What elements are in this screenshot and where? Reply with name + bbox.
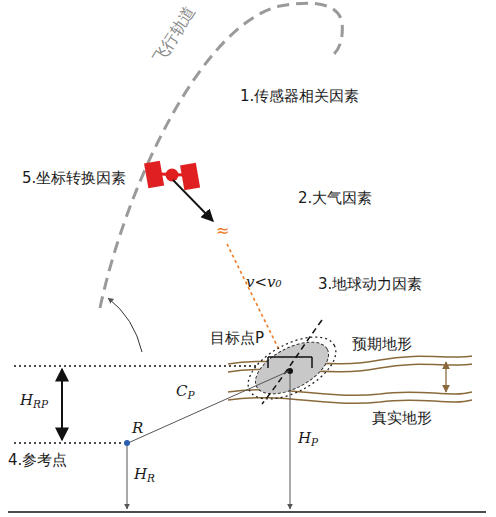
level-line: [14, 442, 124, 443]
ray-arrow: [173, 180, 213, 221]
dimension-label: HR: [134, 466, 155, 484]
orbit-arc: [100, 3, 342, 308]
callout-label: 4.参考点: [8, 452, 67, 469]
hrp-dimension: [61, 369, 63, 440]
dimension-label: HRP: [20, 392, 48, 410]
dimension-label: CP: [176, 383, 195, 401]
dimension-label: HP: [298, 430, 318, 448]
hp-dimension: [290, 374, 291, 509]
real-terrain: [228, 398, 472, 404]
expected-terrain: [228, 356, 472, 364]
point-label: 目标点P: [210, 330, 264, 347]
leader-arrow: [108, 298, 142, 352]
terrain-label: 预期地形: [352, 336, 412, 353]
level-line: [14, 365, 256, 366]
factor-label: 5.坐标转换因素: [22, 170, 126, 187]
cp-line: [128, 371, 289, 443]
ray-dotted: [227, 244, 289, 370]
hr-dimension: [127, 446, 128, 509]
satellite-symbol: [144, 161, 200, 190]
factor-label: 1.传感器相关因素: [240, 88, 359, 105]
factor-label: 2.大气因素: [298, 190, 372, 207]
factor-label: 3.地球动力因素: [318, 276, 422, 293]
point-label: R: [132, 420, 143, 437]
terrain-label: 真实地形: [372, 410, 432, 427]
math-label: v<v₀: [246, 274, 282, 291]
symbol-label: ≈: [216, 222, 229, 240]
baseline: [8, 511, 486, 513]
orbit-label: 飞行轨道: [150, 3, 200, 67]
reference-point: [124, 440, 130, 446]
terrain-offset: [445, 362, 446, 392]
